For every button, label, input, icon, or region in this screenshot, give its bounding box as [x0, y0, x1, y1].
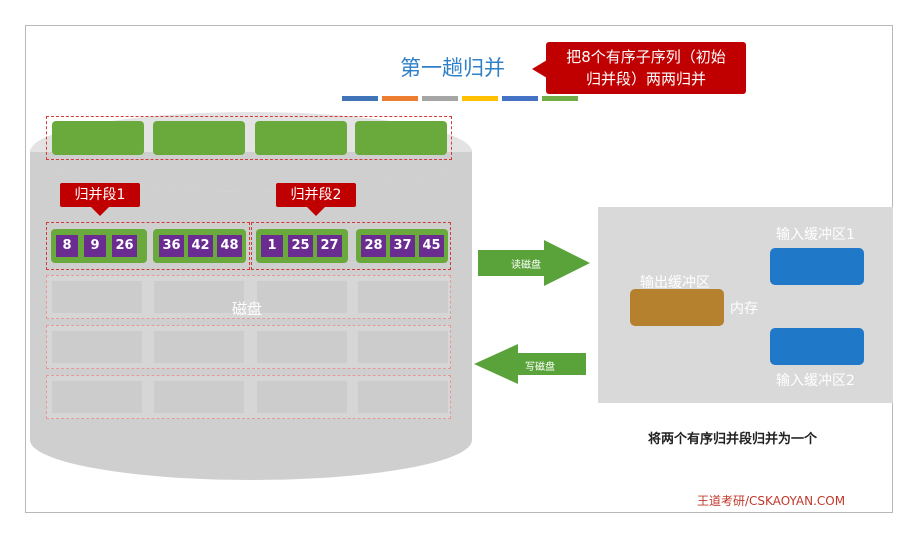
empty-disk-block	[257, 331, 347, 363]
segment-1-pointer	[91, 207, 109, 216]
empty-disk-block	[257, 381, 347, 413]
color-bar	[342, 96, 378, 101]
color-bar	[542, 96, 578, 101]
record-cell: 26	[112, 235, 137, 257]
disk-label: 磁盘	[232, 298, 262, 319]
write-disk-label: 写磁盘	[525, 358, 555, 373]
storage-block	[52, 121, 144, 155]
input-buffer-1-label: 输入缓冲区1	[776, 224, 855, 244]
empty-disk-block	[257, 281, 347, 313]
title-callout: 把8个有序子序列（初始 归并段）两两归并	[546, 42, 746, 94]
color-bar	[422, 96, 458, 101]
input-buffer-2-label: 输入缓冲区2	[776, 370, 855, 390]
callout-line-2: 归并段）两两归并	[546, 68, 746, 90]
empty-disk-block	[52, 281, 142, 313]
brand-footer: 王道考研/CSKAOYAN.COM	[697, 492, 845, 509]
record-cell: 8	[56, 235, 78, 257]
empty-disk-block	[358, 381, 448, 413]
storage-block	[153, 121, 245, 155]
record-cell: 48	[217, 235, 242, 257]
empty-disk-block	[52, 381, 142, 413]
record-cell: 1	[261, 235, 283, 257]
empty-disk-block	[154, 281, 244, 313]
record-cell: 37	[390, 235, 415, 257]
empty-disk-block	[358, 331, 448, 363]
output-buffer	[630, 289, 724, 326]
storage-block	[355, 121, 447, 155]
empty-disk-block	[154, 331, 244, 363]
empty-disk-block	[358, 281, 448, 313]
callout-line-1: 把8个有序子序列（初始	[546, 46, 746, 68]
record-cell: 9	[84, 235, 106, 257]
record-cell: 36	[159, 235, 184, 257]
input-buffer-2	[770, 328, 864, 365]
storage-block	[255, 121, 347, 155]
empty-disk-block	[52, 331, 142, 363]
memory-label: 内存	[730, 298, 758, 318]
record-cell: 28	[361, 235, 386, 257]
color-bar	[462, 96, 498, 101]
slide-title: 第一趟归并	[400, 52, 505, 82]
record-cell: 42	[188, 235, 213, 257]
color-bar	[382, 96, 418, 101]
segment-2-pointer	[307, 207, 325, 216]
callout-pointer	[532, 60, 547, 78]
segment-1-label: 归并段1	[60, 183, 140, 207]
record-cell: 27	[317, 235, 342, 257]
record-cell: 45	[419, 235, 444, 257]
input-buffer-1	[770, 248, 864, 285]
read-disk-label: 读磁盘	[511, 256, 541, 271]
segment-2-label: 归并段2	[276, 183, 356, 207]
color-bar	[502, 96, 538, 101]
record-cell: 25	[288, 235, 313, 257]
caption: 将两个有序归并段归并为一个	[648, 428, 817, 447]
empty-disk-block	[154, 381, 244, 413]
